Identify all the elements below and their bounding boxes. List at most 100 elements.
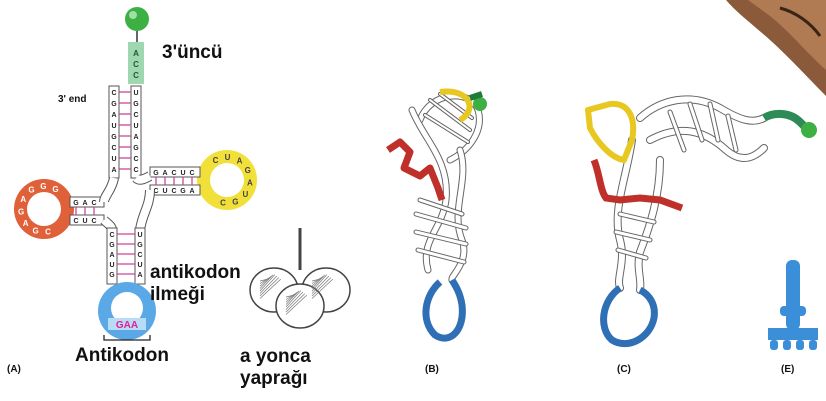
- base-letter: U: [133, 123, 138, 130]
- base-letter: G: [111, 101, 117, 108]
- base-letter: G: [109, 242, 115, 249]
- e-foot-1: [770, 340, 778, 350]
- anticodon-loop-label: antikodon ilmeği: [150, 262, 241, 306]
- t-loop-hole: [210, 163, 244, 197]
- base-letter: A: [133, 134, 138, 141]
- base-letter: U: [82, 218, 87, 225]
- base-letter: G: [32, 226, 38, 235]
- b-blue-loop: [426, 280, 462, 338]
- base-letter: C: [220, 199, 226, 208]
- base-letter: G: [137, 242, 143, 249]
- base-letter: U: [162, 188, 167, 195]
- c-blue-loop: [604, 288, 655, 344]
- three-prime-label: 3'üncü: [162, 42, 222, 64]
- e-foot-3: [796, 340, 804, 350]
- e-foot-4: [809, 340, 817, 350]
- base-letter: U: [137, 232, 142, 239]
- acceptor-bases: ACC: [133, 49, 139, 80]
- panel-b-ribbon: [388, 92, 487, 339]
- core-tubes: [104, 176, 150, 230]
- e-foot-2: [783, 340, 791, 350]
- base-letter: G: [133, 145, 139, 152]
- panel-label-b: (B): [425, 364, 439, 375]
- base-letter: A: [23, 219, 29, 228]
- base-letter: U: [137, 262, 142, 269]
- base-letter: G: [109, 272, 115, 279]
- base-letter: C: [133, 71, 139, 80]
- panel-label-c: (C): [617, 364, 631, 375]
- base-letter: A: [82, 200, 87, 207]
- base-letter: U: [180, 170, 185, 177]
- e-base: [768, 328, 818, 340]
- sphere-highlight: [129, 11, 137, 19]
- c-green-segment: [764, 114, 806, 128]
- base-letter: C: [133, 167, 138, 174]
- base-letter: A: [237, 157, 243, 166]
- base-letter: U: [111, 156, 116, 163]
- base-letter: C: [91, 200, 96, 207]
- base-letter: A: [247, 178, 253, 187]
- base-letter: A: [137, 272, 142, 279]
- base-letter: A: [162, 170, 167, 177]
- cloverleaf-icon: [250, 228, 350, 328]
- panel-label-a: (A): [7, 364, 21, 375]
- three-prime-end-label: 3' end: [58, 94, 87, 105]
- base-letter: G: [40, 182, 46, 191]
- base-letter: G: [52, 185, 58, 194]
- base-letter: C: [133, 112, 138, 119]
- c-yellow-segment: [588, 104, 633, 160]
- base-letter: C: [91, 218, 96, 225]
- panel-label-e: (E): [781, 364, 794, 375]
- base-letter: C: [111, 90, 116, 97]
- e-crossbar: [780, 306, 806, 316]
- base-letter: A: [111, 112, 116, 119]
- c-red-segment: [594, 160, 682, 208]
- base-letter: G: [28, 186, 34, 195]
- ribbon-strand: [640, 99, 764, 120]
- e-stem: [786, 260, 800, 330]
- base-letter: A: [109, 252, 114, 259]
- base-letter: U: [109, 262, 114, 269]
- c-sphere: [801, 122, 817, 138]
- base-letter: G: [73, 200, 79, 207]
- anticodon-label: Antikodon: [75, 345, 169, 367]
- strand: [109, 86, 119, 178]
- cloverleaf-label: a yonca yaprağı: [240, 346, 311, 390]
- base-letter: G: [153, 170, 159, 177]
- base-letter: U: [133, 90, 138, 97]
- panel-e-model: [768, 260, 818, 350]
- base-letter: U: [111, 123, 116, 130]
- base-letter: A: [20, 195, 26, 204]
- base-letter: C: [45, 228, 51, 237]
- base-letter: C: [213, 156, 219, 165]
- base-letter: C: [171, 170, 176, 177]
- base-letter: A: [133, 49, 139, 58]
- base-letter: C: [189, 170, 194, 177]
- base-letter: G: [232, 197, 238, 206]
- core-tube: [104, 178, 114, 202]
- corner-photo: [726, 0, 826, 96]
- base-letter: A: [111, 167, 116, 174]
- base-letter: C: [171, 188, 176, 195]
- base-letter: G: [245, 166, 251, 175]
- base-letter: C: [133, 156, 138, 163]
- d-loop-hole: [27, 192, 61, 226]
- anticodon-bases: GAA: [116, 320, 138, 331]
- base-letter: C: [137, 252, 142, 259]
- anticodon-stem: CUGGACUUGA: [107, 228, 145, 284]
- ribbon-strand: [639, 160, 660, 290]
- base-letter: C: [73, 218, 78, 225]
- b-green-segment: [470, 94, 482, 98]
- base-letter: U: [242, 190, 248, 199]
- base-letter: U: [225, 153, 231, 162]
- three-prime-sphere: [125, 7, 149, 31]
- base-letter: C: [109, 232, 114, 239]
- base-letter: C: [133, 60, 139, 69]
- base-letter: G: [111, 134, 117, 141]
- base-letter: A: [189, 188, 194, 195]
